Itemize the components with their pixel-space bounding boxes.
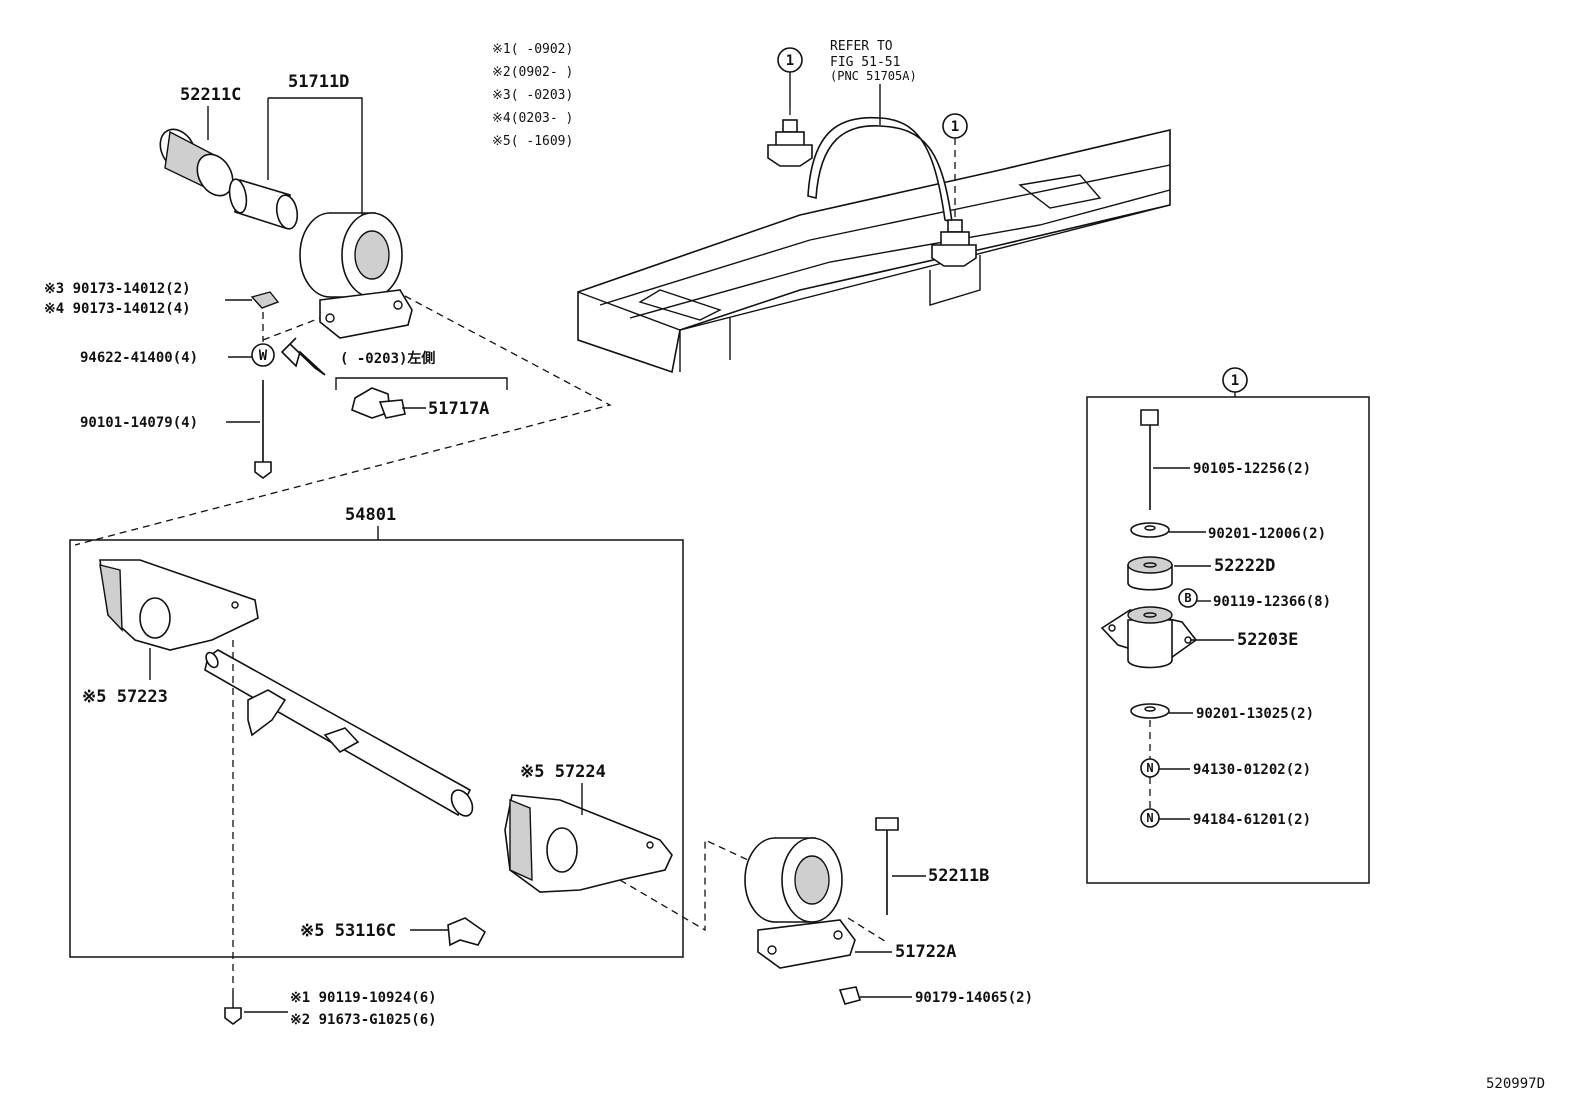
label-left-side-0203[interactable]: ( -0203)左側 [340, 350, 435, 367]
detail-box-parts: 90105-12256(2) 90201-12006(2) 52222D B 9… [1100, 409, 1331, 828]
label-57223[interactable]: ※5 57223 [82, 687, 168, 707]
n-symbol-text-1: N [1146, 761, 1153, 775]
mount-52203E [1100, 606, 1198, 669]
frame-rail [577, 128, 1171, 374]
part-51722A-bracket [744, 837, 856, 969]
part-53116C-clip [447, 917, 487, 947]
label-90101[interactable]: 90101-14079(4) [80, 415, 198, 431]
part-51711D-bracket [299, 212, 413, 339]
label-54801[interactable]: 54801 [345, 505, 396, 525]
note-1: ※1( -0902) [492, 42, 573, 57]
label-90119-10924[interactable]: ※1 90119-10924(6) [290, 990, 437, 1006]
label-52211C[interactable]: 52211C [180, 85, 241, 105]
label-57224[interactable]: ※5 57224 [520, 762, 606, 782]
refer-to-line2[interactable]: FIG 51-51 [830, 55, 900, 70]
b-symbol-text: B [1184, 591, 1191, 605]
part-57224-bracket [504, 794, 673, 893]
label-51722A[interactable]: 51722A [895, 942, 956, 962]
washer-94622 [251, 343, 275, 367]
note-2: ※2(0902- ) [492, 65, 573, 80]
bolt-90105 [1140, 409, 1159, 510]
label-90179[interactable]: 90179-14065(2) [915, 990, 1033, 1006]
label-90201-12006[interactable]: 90201-12006(2) [1208, 526, 1326, 542]
note-5: ※5( -1609) [492, 134, 573, 149]
figure-id: 520997D [1486, 1076, 1545, 1092]
callout-1-right-text: 1 [951, 119, 959, 135]
washer-symbol: W [259, 348, 268, 364]
callout-1-detail-text: 1 [1231, 373, 1239, 389]
label-90119-12366[interactable]: 90119-12366(8) [1213, 594, 1331, 610]
detail-box-1 [1086, 396, 1370, 884]
axle-tube [204, 649, 474, 817]
label-90105[interactable]: 90105-12256(2) [1193, 461, 1311, 477]
nut-94184 [1140, 808, 1160, 828]
label-52222D[interactable]: 52222D [1214, 556, 1275, 576]
range-notes: ※1( -0902) ※2(0902- ) ※3( -0203) ※4(0203… [492, 42, 573, 149]
part-51711D-sleeve [228, 178, 299, 230]
vehicle-frame-illustration: 1 1 REFER TO FIG 51-51 (PNC 51705A) [577, 39, 1171, 374]
part-52211C-cap [159, 128, 234, 197]
label-90201-13025[interactable]: 90201-13025(2) [1196, 706, 1314, 722]
note-3: ※3( -0203) [492, 88, 573, 103]
callout-1-right[interactable] [942, 113, 968, 139]
note-4: ※4(0203- ) [492, 111, 573, 126]
cushion-52222D [1127, 556, 1173, 591]
nut-90179 [838, 986, 862, 1005]
label-90173-4[interactable]: ※4 90173-14012(4) [44, 301, 191, 317]
refer-to-line3: (PNC 51705A) [830, 69, 917, 83]
upper-mount-group: 52211C 51711D ※3 90173-14012(2) ※4 90173… [44, 72, 612, 546]
label-51717A[interactable]: 51717A [428, 399, 489, 419]
stabilizer-mount-right [931, 219, 977, 267]
label-51711D[interactable]: 51711D [288, 72, 349, 92]
bolt-b-symbol [1178, 588, 1198, 608]
stabilizer-mount-left [767, 119, 813, 167]
label-91673[interactable]: ※2 91673-G1025(6) [290, 1012, 437, 1028]
direction-arrow-icon [280, 337, 326, 376]
bolt-90101 [254, 380, 272, 479]
label-52203E[interactable]: 52203E [1237, 630, 1298, 650]
part-57223-bracket [99, 559, 259, 651]
label-53116C[interactable]: ※5 53116C [300, 921, 396, 941]
label-94622[interactable]: 94622-41400(4) [80, 350, 198, 366]
label-90173-3[interactable]: ※3 90173-14012(2) [44, 281, 191, 297]
refer-to-line1: REFER TO [830, 39, 893, 54]
assembly-54801-parts: ※5 57223 ※5 57224 ※5 53116C [82, 559, 673, 990]
nut-90173 [250, 291, 280, 309]
label-94184[interactable]: 94184-61201(2) [1193, 812, 1311, 828]
label-52211B[interactable]: 52211B [928, 866, 989, 886]
bolt-52211B [875, 817, 899, 915]
bolt-90119 [224, 990, 242, 1025]
n-symbol-text-2: N [1146, 811, 1153, 825]
label-94130[interactable]: 94130-01202(2) [1193, 762, 1311, 778]
part-51717A [351, 387, 406, 419]
callout-1-left-text: 1 [786, 53, 794, 69]
assembly-54801-box [69, 539, 684, 958]
